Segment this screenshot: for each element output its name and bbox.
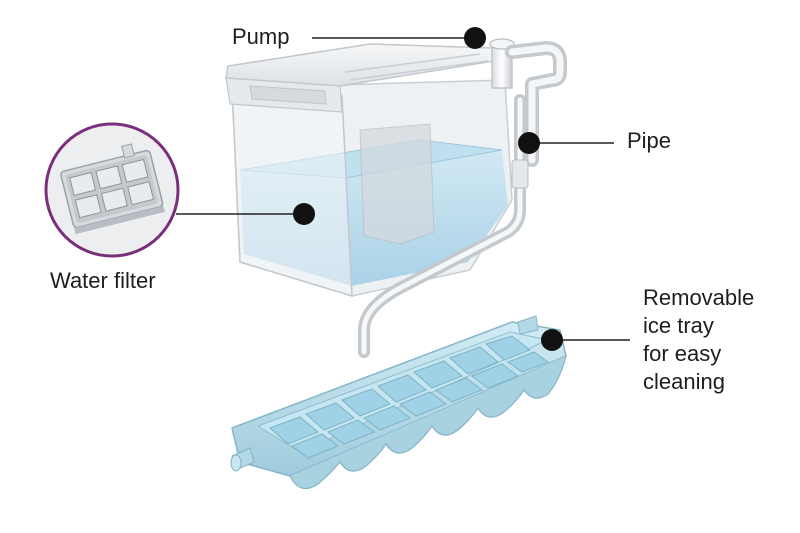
ice-tray-label: Removable ice tray for easy cleaning: [643, 284, 754, 396]
pipe-joint: [512, 160, 528, 188]
pump-marker: [464, 27, 486, 49]
pump-label: Pump: [232, 24, 289, 50]
ice-tray-label-line-2: ice tray: [643, 312, 754, 340]
tray-nozzle-left-tip: [231, 455, 241, 471]
ice-tray-label-line-1: Removable: [643, 284, 754, 312]
tank-front-panel: [232, 88, 352, 296]
ice-tray: [231, 316, 566, 489]
tray-marker: [541, 329, 563, 351]
pump-housing: [360, 124, 434, 244]
filter-marker: [293, 203, 315, 225]
pipe-marker: [518, 132, 540, 154]
water-filter-label: Water filter: [50, 268, 156, 294]
ice-tray-label-line-3: for easy: [643, 340, 754, 368]
pipe-label: Pipe: [627, 128, 671, 154]
water-filter-callout: [46, 124, 178, 256]
ice-tray-label-line-4: cleaning: [643, 368, 754, 396]
